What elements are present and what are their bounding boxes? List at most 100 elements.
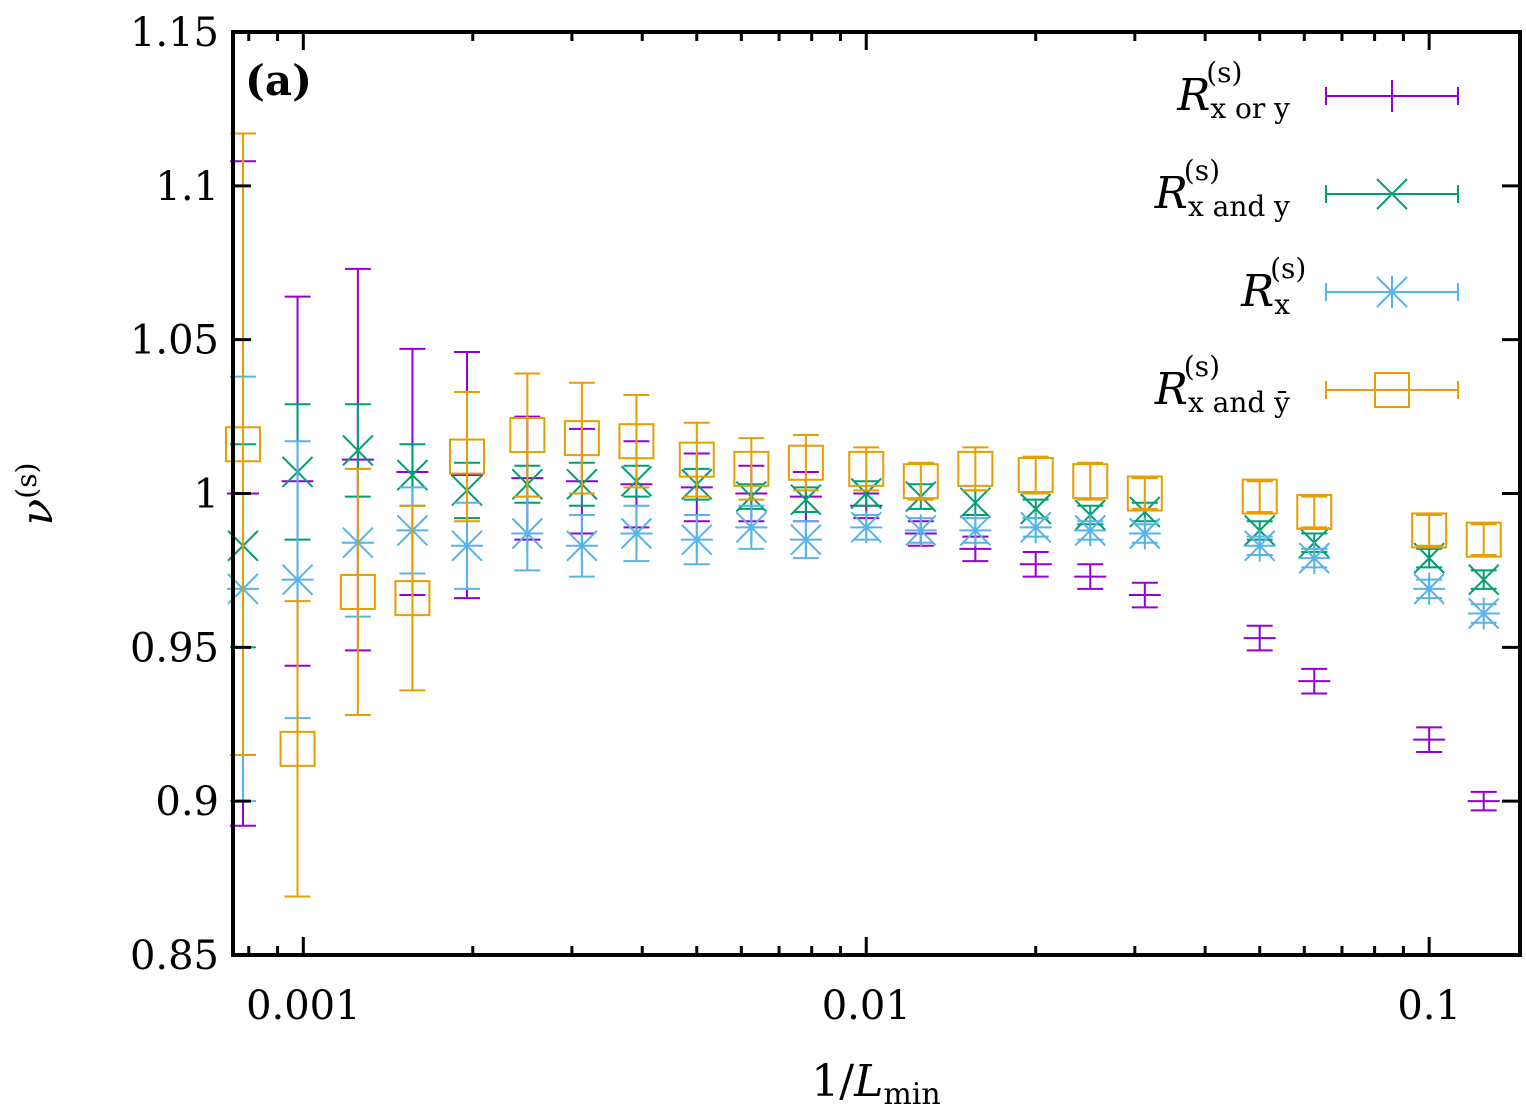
data-point	[394, 580, 431, 617]
error-bar	[738, 437, 765, 501]
data-point	[959, 487, 992, 519]
data-point	[678, 441, 715, 478]
data-point	[396, 459, 429, 491]
data-point	[1298, 542, 1331, 575]
y-tick-label: 1.15	[130, 10, 219, 56]
series-4	[224, 132, 1502, 898]
data-point	[1241, 478, 1278, 515]
error-bar	[1022, 455, 1049, 495]
data-point	[450, 529, 483, 562]
data-point	[902, 463, 939, 500]
x-tick-label: 0.1	[1397, 983, 1461, 1029]
legend-marker	[1376, 276, 1408, 308]
y-tick-label: 1.1	[155, 164, 219, 210]
series-3	[226, 375, 1500, 803]
error-bar	[623, 394, 650, 489]
data-point	[1128, 517, 1161, 550]
data-point	[735, 511, 768, 544]
data-point	[1465, 521, 1502, 558]
legend-entry-3: Rx(s)	[1240, 252, 1459, 321]
data-point	[509, 417, 546, 454]
data-point	[850, 477, 882, 510]
y-tick-label: 0.95	[130, 625, 219, 671]
panel-label: (a)	[245, 56, 312, 105]
legend-label: Rx or y	[1176, 70, 1290, 125]
y-tick-label: 0.85	[130, 933, 219, 979]
data-point	[680, 523, 713, 556]
data-point	[618, 423, 655, 460]
y-tick-label: 0.9	[155, 779, 219, 825]
data-point	[448, 438, 485, 475]
error-bar	[1077, 461, 1104, 501]
data-point	[1411, 512, 1448, 549]
data-point	[565, 529, 598, 562]
legend-label: Rx	[1240, 266, 1290, 321]
x-axis-title: 1/Lmin	[811, 1056, 940, 1108]
data-point	[1019, 511, 1052, 544]
legend-superscript: (s)	[1206, 56, 1242, 89]
data-point	[957, 450, 994, 487]
data-point	[848, 450, 885, 487]
data-point	[1468, 563, 1500, 596]
error-bar	[568, 381, 595, 495]
error-bar	[853, 446, 880, 492]
data-point	[789, 523, 822, 556]
error-bar	[1416, 514, 1443, 547]
legend: Rx or y(s)Rx and y(s)Rx(s)Rx and ȳ(s)	[1154, 56, 1459, 419]
data-point	[1413, 572, 1446, 605]
legend-label: Rx and y	[1154, 168, 1290, 223]
x-tick-label: 0.01	[822, 983, 911, 1029]
data-point	[1126, 475, 1163, 512]
data-point	[850, 511, 883, 544]
data-marks	[224, 132, 1502, 898]
error-bar	[907, 461, 934, 501]
legend-superscript: (s)	[1184, 154, 1220, 187]
error-bar	[1246, 480, 1273, 513]
data-point	[787, 444, 824, 481]
data-point	[1296, 493, 1333, 530]
error-bar	[1301, 495, 1328, 529]
error-bar	[792, 434, 819, 492]
axes: 0.85 0.9 0.95 1 1.05 1.1 1.15 0.001 0.01 0.1 1/Lmi…	[10, 10, 1522, 1108]
data-point	[1072, 463, 1109, 500]
error-bar	[962, 446, 989, 492]
data-point	[224, 426, 261, 463]
data-point	[281, 563, 314, 596]
legend-label: Rx and ȳ	[1154, 364, 1290, 419]
data-point	[1017, 457, 1054, 494]
data-point	[1243, 529, 1276, 562]
data-point	[342, 434, 374, 467]
data-point	[1129, 496, 1161, 528]
error-bar	[399, 504, 426, 692]
x-tick-label: 0.001	[246, 983, 361, 1029]
legend-line	[1325, 381, 1459, 399]
data-point	[339, 573, 376, 610]
y-tick-label: 1.05	[130, 318, 219, 364]
y-tick-label: 1	[194, 472, 219, 518]
legend-entry-1: Rx or y(s)	[1176, 56, 1459, 125]
legend-marker	[1376, 178, 1408, 210]
legend-entry-4: Rx and ȳ(s)	[1154, 350, 1459, 419]
error-bar	[453, 390, 480, 523]
series-1	[226, 160, 1500, 827]
legend-superscript: (s)	[1270, 252, 1306, 285]
legend-marker	[1374, 372, 1410, 408]
error-bar	[284, 600, 311, 898]
legend-entry-2: Rx and y(s)	[1154, 154, 1459, 223]
data-point	[563, 420, 600, 457]
data-point	[904, 514, 937, 547]
error-bar	[1470, 523, 1497, 557]
error-bar	[514, 372, 541, 498]
data-point	[733, 450, 770, 487]
error-bar	[1131, 477, 1158, 510]
data-point	[511, 517, 544, 550]
data-point	[279, 730, 316, 767]
data-point	[620, 517, 653, 550]
data-point	[1467, 597, 1500, 630]
data-point	[1074, 514, 1107, 547]
error-bar	[344, 467, 371, 717]
data-point	[959, 514, 992, 547]
y-axis-title: ν(s)	[10, 463, 63, 526]
error-bar	[683, 421, 710, 498]
